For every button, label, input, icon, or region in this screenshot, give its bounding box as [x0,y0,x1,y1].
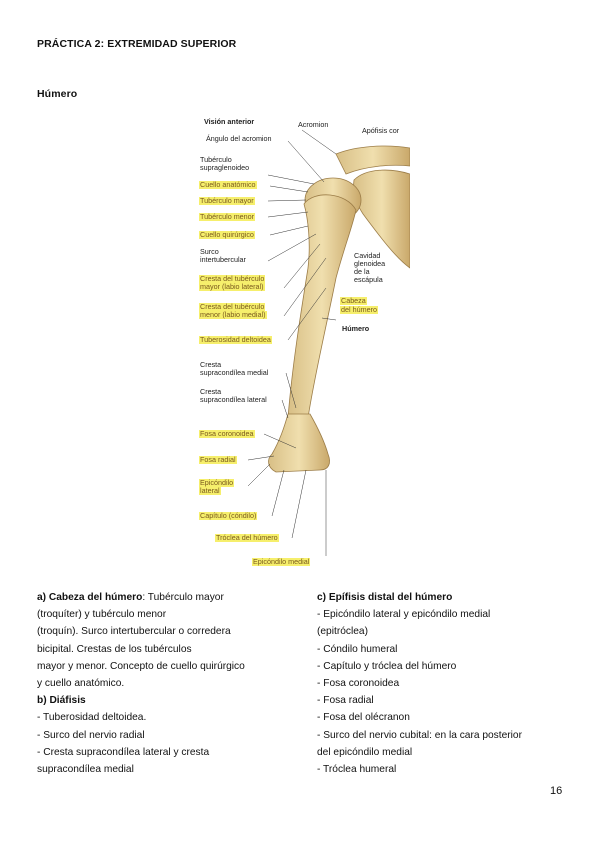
a-text-1: : Tubérculo mayor [142,592,224,603]
b-item: - Tuberosidad deltoidea. [37,712,147,724]
c-item: - Epicóndilo lateral y epicóndilo medial [317,609,491,621]
label-fosa-coronoidea: Fosa coronoidea [199,429,255,438]
humerus-distal-shape [268,413,330,473]
label-cavidad-1: Cavidad [354,251,381,260]
humerus-anatomy-figure: Visión anterior Acromion Apófisis cor Án… [196,118,410,574]
label-cresta-mayor-1: Cresta del tubérculo [199,274,266,283]
c-item: (epitróclea) [317,626,368,638]
c-item: - Capítulo y tróclea del húmero [317,660,457,672]
label-fosa-radial: Fosa radial [199,455,237,464]
label-epicondilo-lat-1: Epicóndilo [199,478,235,487]
b-item: - Surco del nervio radial [37,729,145,741]
right-column: c) Epífisis distal del húmero - Epicóndi… [317,589,577,778]
label-cresta-lateral-1: Cresta [200,387,222,396]
label-troclea: Tróclea del húmero [215,533,279,542]
label-cresta-mayor-2: mayor (labio lateral) [199,282,265,291]
c-item: - Surco del nervio cubital: en la cara p… [317,729,522,741]
label-cuello-quirurgico: Cuello quirúrgico [199,230,255,239]
label-tuberosidad: Tuberosidad deltoidea [199,335,272,344]
label-tuberculo-supra-1: Tubérculo [200,155,232,164]
a-line-5: mayor y menor. Concepto de cuello quirúr… [37,660,245,672]
c-item: del epicóndilo medial [317,746,413,758]
label-cresta-medial-1: Cresta [200,360,222,369]
humerus-shaft-shape [287,194,357,419]
label-epicondilo-lat-2: lateral [199,486,221,495]
a-line-6: y cuello anatómico. [37,678,125,690]
a-line-4: bicipital. Crestas de los tubérculos [37,643,192,655]
label-apofisis: Apófisis cor [362,126,400,135]
label-surco-1: Surco [200,247,219,256]
label-epicondilo-medial: Epicóndilo medial [252,557,311,566]
page-title: PRÁCTICA 2: EXTREMIDAD SUPERIOR [37,38,237,50]
label-cresta-lateral-2: supracondílea lateral [200,395,267,404]
label-cavidad-2: glenoidea [354,259,386,268]
section-title: Húmero [37,88,78,100]
b-item: supracondílea medial [37,764,134,776]
c-item: - Fosa radial [317,695,374,707]
label-cresta-medial-2: supracondílea medial [200,368,269,377]
label-surco-2: intertubercular [200,255,246,264]
label-cavidad-3: de la [354,267,370,276]
label-cresta-menor-1: Cresta del tubérculo [199,302,266,311]
label-angulo-acromion: Ángulo del acromion [206,134,272,143]
a-title: a) Cabeza del húmero [37,592,143,603]
a-line-3: (troquín). Surco intertubercular o corre… [37,626,231,638]
label-cabeza-1: Cabeza [340,296,367,305]
humerus-illustration [247,129,410,556]
label-cresta-menor-2: menor (labio medial) [199,310,267,319]
label-cavidad-4: escápula [354,275,383,284]
label-tuberculo-menor: Tubérculo menor [199,212,256,221]
b-title: b) Diáfisis [37,695,86,707]
label-cabeza-2: del húmero [340,305,378,314]
label-humero: Húmero [342,324,370,333]
clavicle-shape [335,145,410,175]
b-item: - Cresta supracondílea lateral y cresta [37,746,210,758]
left-column: a) Cabeza del húmero: Tubérculo mayor (t… [37,589,287,778]
c-item: - Tróclea humeral [317,764,397,776]
a-line-2: (troquíter) y tubérculo menor [37,609,167,621]
a-paragraph-first-line: a) Cabeza del húmero: Tubérculo mayor [37,589,287,606]
label-tuberculo-supra-2: supraglenoideo [200,163,250,172]
label-acromion: Acromion [298,120,329,129]
c-item: - Fosa del olécranon [317,712,410,724]
c-title: c) Epífisis distal del húmero [317,592,453,603]
c-item: - Fosa coronoidea [317,678,400,690]
c-item: - Cóndilo humeral [317,643,398,655]
page-number: 16 [550,785,563,797]
label-tuberculo-mayor: Tubérculo mayor [199,196,255,205]
label-capitulo: Capítulo (cóndilo) [199,511,258,520]
label-vision-anterior: Visión anterior [204,118,255,126]
label-cuello-anatomico: Cuello anatómico [199,180,257,189]
